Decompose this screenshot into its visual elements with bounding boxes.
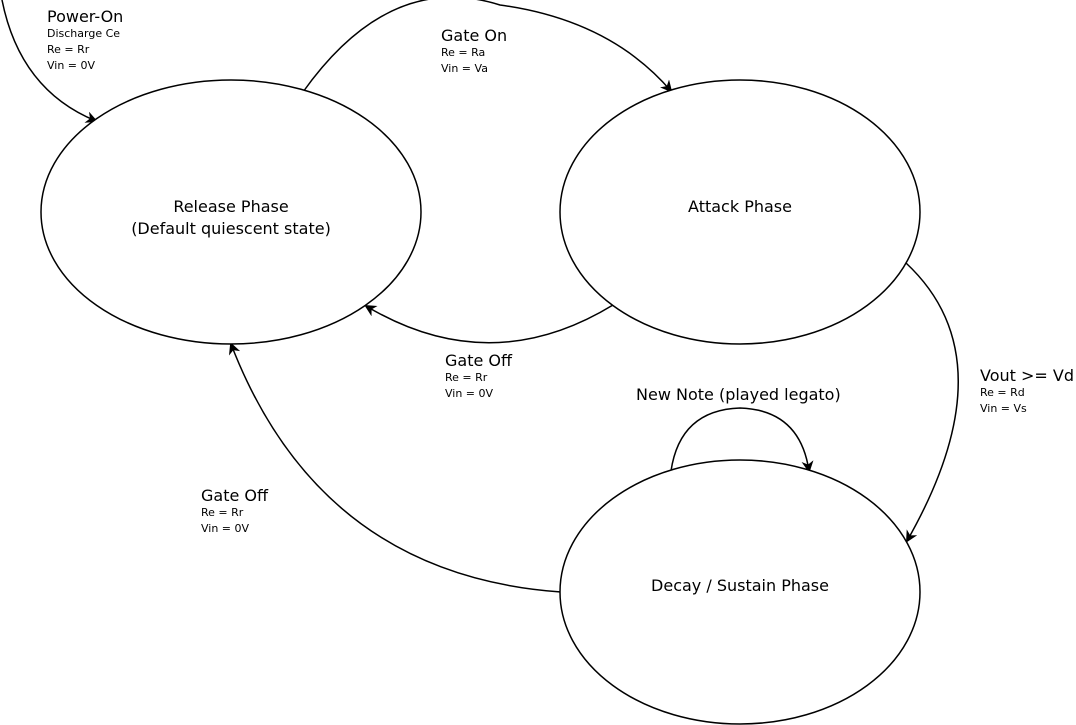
vout-vd-arrow <box>905 262 959 543</box>
gate-on-arrow <box>302 0 673 93</box>
gate-on-label: Gate On Re = Ra Vin = Va <box>441 26 507 77</box>
gate-off-decay-arrow <box>229 342 562 593</box>
power-on-line: Re = Rr <box>47 43 90 56</box>
attack-phase-title: Attack Phase <box>688 197 792 216</box>
decay-sustain-phase-label: Decay / Sustain Phase <box>651 575 829 597</box>
gate-off-decay-title: Gate Off <box>201 486 269 505</box>
power-on-line: Discharge Ce <box>47 27 121 40</box>
decay-sustain-phase-state <box>559 459 921 725</box>
vout-vd-line: Vin = Vs <box>980 402 1027 415</box>
gate-off-decay-label: Gate Off Re = Rr Vin = 0V <box>201 486 268 537</box>
attack-phase-label: Attack Phase <box>688 196 792 218</box>
vout-vd-line: Re = Rd <box>980 386 1025 399</box>
vout-vd-label: Vout >= Vd Re = Rd Vin = Vs <box>980 366 1074 417</box>
gate-on-line: Re = Ra <box>441 46 486 59</box>
gate-on-title: Gate On <box>441 26 508 45</box>
decay-sustain-phase-title: Decay / Sustain Phase <box>651 576 829 595</box>
gate-off-decay-line: Vin = 0V <box>201 522 250 535</box>
power-on-title: Power-On <box>47 7 124 26</box>
gate-on-line: Vin = Va <box>441 62 488 75</box>
vout-vd-title: Vout >= Vd <box>980 366 1074 385</box>
power-on-label: Power-On Discharge Ce Re = Rr Vin = 0V <box>47 7 123 74</box>
release-phase-title: Release Phase <box>173 197 289 216</box>
gate-off-attack-label: Gate Off Re = Rr Vin = 0V <box>445 351 512 402</box>
release-phase-state <box>40 79 422 345</box>
gate-off-attack-arrow <box>364 304 614 344</box>
gate-off-attack-line: Re = Rr <box>445 371 488 384</box>
new-note-title: New Note (played legato) <box>636 385 841 404</box>
release-phase-label: Release Phase (Default quiescent state) <box>131 196 331 240</box>
power-on-line: Vin = 0V <box>47 59 96 72</box>
new-note-loop-arrow <box>670 407 814 473</box>
gate-off-attack-title: Gate Off <box>445 351 513 370</box>
release-phase-subtitle: (Default quiescent state) <box>131 219 331 238</box>
power-on-arrow <box>1 0 98 123</box>
attack-phase-state <box>559 79 921 345</box>
gate-off-attack-line: Vin = 0V <box>445 387 494 400</box>
gate-off-decay-line: Re = Rr <box>201 506 244 519</box>
new-note-label: New Note (played legato) <box>636 385 841 404</box>
